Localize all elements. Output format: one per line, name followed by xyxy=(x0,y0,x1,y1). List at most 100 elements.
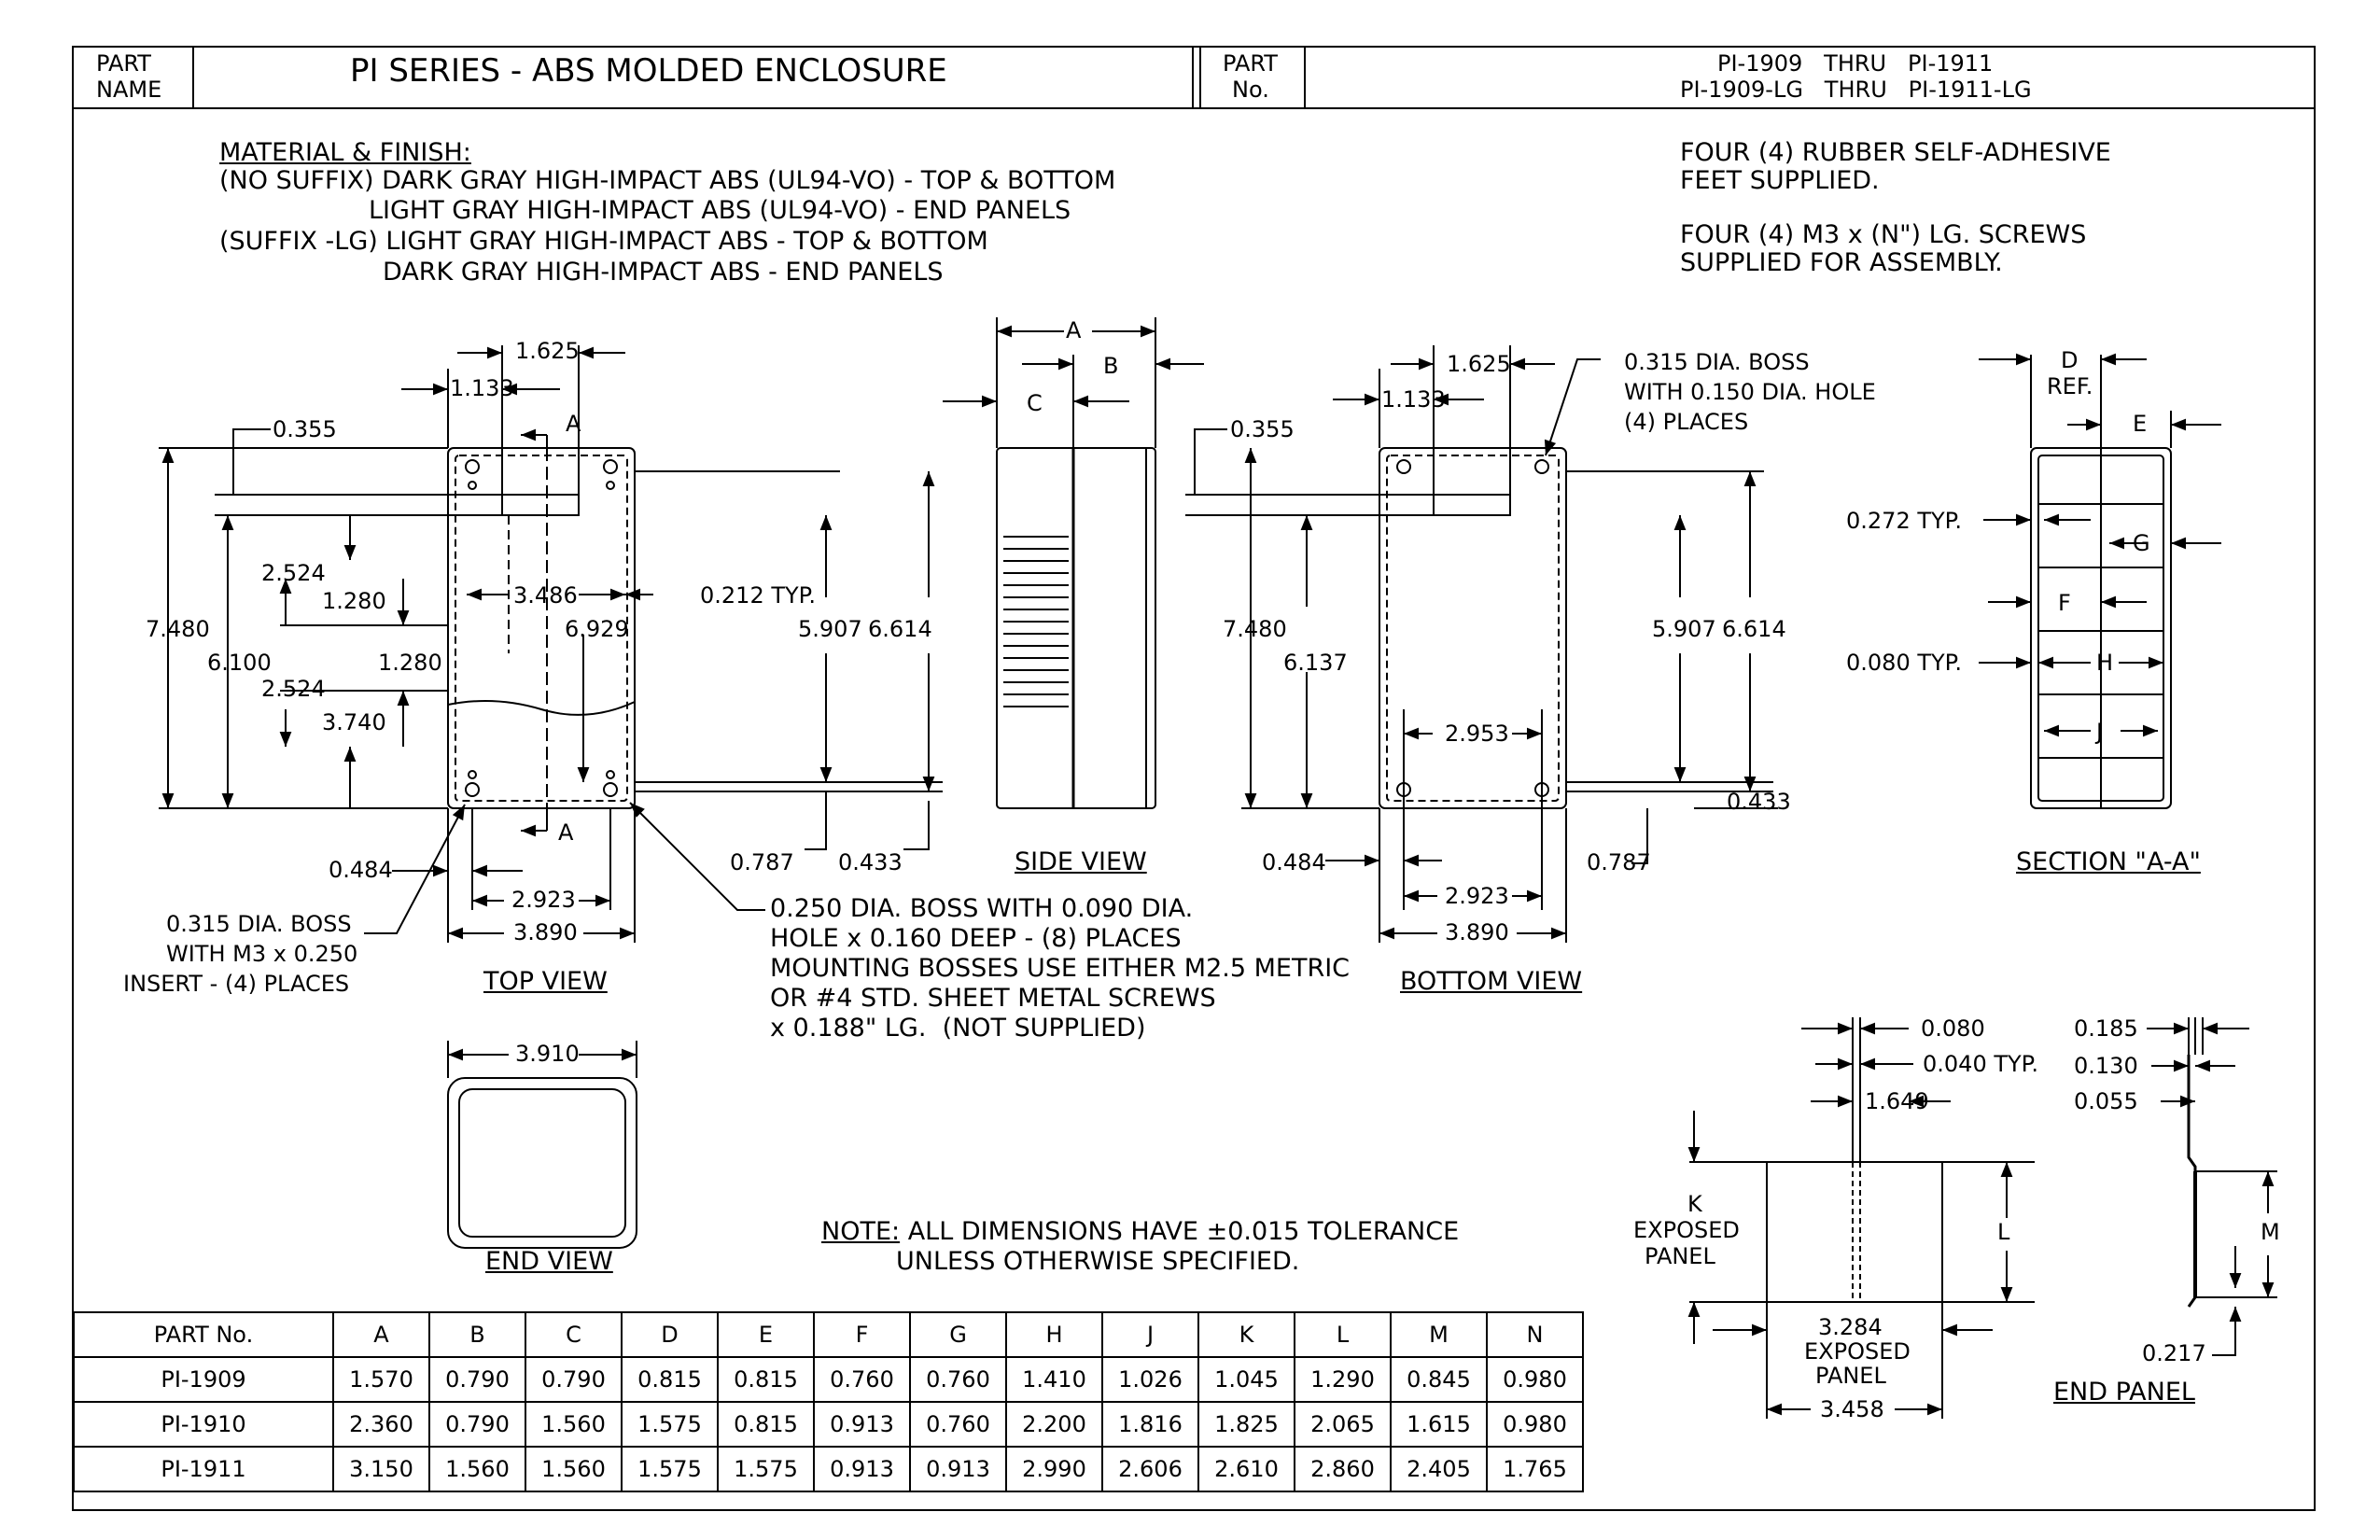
side-dim-b: B xyxy=(1103,353,1119,379)
table-header-cell: B xyxy=(428,1311,526,1358)
top-dim-1133: 1.133 xyxy=(450,375,514,401)
table-cell: 2.405 xyxy=(1390,1446,1488,1492)
panel-dim-0217: 0.217 xyxy=(2142,1340,2206,1366)
bottom-note-3: (4) PLACES xyxy=(1624,409,1749,435)
tolerance-note-text: ALL DIMENSIONS HAVE ±0.015 TOLERANCE xyxy=(900,1217,1460,1246)
table-cell: 2.360 xyxy=(332,1401,430,1448)
table-cell: 2.200 xyxy=(1005,1401,1103,1448)
table-cell: 1.765 xyxy=(1486,1446,1584,1492)
table-cell: 1.615 xyxy=(1390,1401,1488,1448)
material-line-2: LIGHT GRAY HIGH-IMPACT ABS (UL94-VO) - E… xyxy=(369,196,1071,225)
end-panel-label: END PANEL xyxy=(2053,1378,2195,1407)
panel-dim-3284: 3.284 xyxy=(1818,1314,1883,1340)
top-dim-2524b: 2.524 xyxy=(261,676,326,702)
table-cell: PI-1910 xyxy=(73,1401,334,1448)
table-cell: PI-1911 xyxy=(73,1446,334,1492)
tolerance-note-prefix: NOTE: xyxy=(821,1217,901,1246)
part-no-label-2: No. xyxy=(1232,77,1269,103)
top-dim-5907: 5.907 xyxy=(798,616,862,642)
panel-exposed-2: EXPOSED xyxy=(1804,1338,1911,1365)
section-dim-0272: 0.272 TYP. xyxy=(1846,508,1963,534)
panel-panel-1: PANEL xyxy=(1645,1243,1715,1269)
section-dim-0080: 0.080 TYP. xyxy=(1846,650,1963,676)
part-name-label-2: NAME xyxy=(96,77,162,103)
top-dim-0433: 0.433 xyxy=(838,849,903,875)
bottom-dim-2953: 2.953 xyxy=(1445,721,1509,747)
top-dim-2524a: 2.524 xyxy=(261,560,326,586)
note-screws-1: FOUR (4) M3 x (N") LG. SCREWS xyxy=(1680,220,2087,249)
bottom-dim-6137: 6.137 xyxy=(1283,650,1348,676)
table-header-cell: C xyxy=(525,1311,623,1358)
table-cell: 2.606 xyxy=(1101,1446,1199,1492)
top-dim-2923: 2.923 xyxy=(511,887,576,913)
top-dim-1280a: 1.280 xyxy=(322,588,386,614)
bottom-view-drawing xyxy=(1185,345,1778,943)
part-no-line-1: PI-1909 THRU PI-1911 xyxy=(1717,50,1994,77)
top-note-boss-3: INSERT - (4) PLACES xyxy=(123,971,350,997)
table-cell: 1.575 xyxy=(621,1446,719,1492)
material-heading: MATERIAL & FINISH: xyxy=(219,138,471,167)
table-cell: 0.760 xyxy=(909,1401,1007,1448)
table-cell: 1.570 xyxy=(332,1356,430,1403)
bottom-dim-0484: 0.484 xyxy=(1262,849,1326,875)
part-name-label-1: PART xyxy=(96,50,151,77)
top-note-boss-1: 0.315 DIA. BOSS xyxy=(166,911,352,937)
table-cell: 2.610 xyxy=(1197,1446,1295,1492)
table-cell: 0.790 xyxy=(428,1401,526,1448)
table-cell: 0.980 xyxy=(1486,1401,1584,1448)
table-cell: 1.290 xyxy=(1294,1356,1392,1403)
table-cell: 2.990 xyxy=(1005,1446,1103,1492)
top-note-mount-5: x 0.188" LG. (NOT SUPPLIED) xyxy=(770,1014,1146,1043)
panel-panel-2: PANEL xyxy=(1815,1363,1886,1389)
note-screws-2: SUPPLIED FOR ASSEMBLY. xyxy=(1680,248,2003,277)
bottom-dim-1625: 1.625 xyxy=(1447,351,1511,377)
side-view-label: SIDE VIEW xyxy=(1015,847,1147,876)
part-name-value: PI SERIES - ABS MOLDED ENCLOSURE xyxy=(350,52,947,90)
top-dim-3740: 3.740 xyxy=(322,709,386,735)
top-note-mount-4: OR #4 STD. SHEET METAL SCREWS xyxy=(770,984,1216,1013)
table-cell: 1.560 xyxy=(525,1401,623,1448)
bottom-dim-7480: 7.480 xyxy=(1223,616,1287,642)
bottom-dim-2923: 2.923 xyxy=(1445,883,1509,909)
top-dim-3890: 3.890 xyxy=(513,919,578,945)
top-dim-7480: 7.480 xyxy=(146,616,210,642)
section-view-label: SECTION "A-A" xyxy=(2016,847,2201,876)
table-header-cell: F xyxy=(813,1311,911,1358)
table-cell: 0.845 xyxy=(1390,1356,1488,1403)
table-header-cell: L xyxy=(1294,1311,1392,1358)
top-view-drawing xyxy=(159,345,943,943)
table-header-cell: G xyxy=(909,1311,1007,1358)
table-header-cell: PART No. xyxy=(73,1311,334,1358)
section-dim-h: H xyxy=(2096,650,2114,676)
note-feet-2: FEET SUPPLIED. xyxy=(1680,166,1880,195)
top-dim-0355: 0.355 xyxy=(273,416,337,442)
top-dim-1625: 1.625 xyxy=(515,338,580,364)
table-cell: PI-1909 xyxy=(73,1356,334,1403)
panel-dim-l: L xyxy=(1997,1219,2010,1245)
top-note-mount-2: HOLE x 0.160 DEEP - (8) PLACES xyxy=(770,924,1182,953)
bottom-dim-0787: 0.787 xyxy=(1587,849,1651,875)
top-view-label: TOP VIEW xyxy=(483,967,608,996)
top-dim-6614: 6.614 xyxy=(868,616,932,642)
table-cell: 1.026 xyxy=(1101,1356,1199,1403)
table-cell: 1.560 xyxy=(428,1446,526,1492)
panel-dim-0130: 0.130 xyxy=(2074,1053,2138,1079)
bottom-dim-5907: 5.907 xyxy=(1652,616,1716,642)
table-cell: 1.410 xyxy=(1005,1356,1103,1403)
bottom-note-1: 0.315 DIA. BOSS xyxy=(1624,349,1810,375)
section-dim-d: D xyxy=(2061,347,2079,373)
side-dim-a: A xyxy=(1066,317,1082,343)
table-header-cell: J xyxy=(1101,1311,1199,1358)
table-header-cell: K xyxy=(1197,1311,1295,1358)
panel-dim-0185: 0.185 xyxy=(2074,1015,2138,1042)
table-cell: 0.790 xyxy=(525,1356,623,1403)
material-line-4: DARK GRAY HIGH-IMPACT ABS - END PANELS xyxy=(383,258,944,287)
panel-dim-k: K xyxy=(1687,1191,1702,1217)
